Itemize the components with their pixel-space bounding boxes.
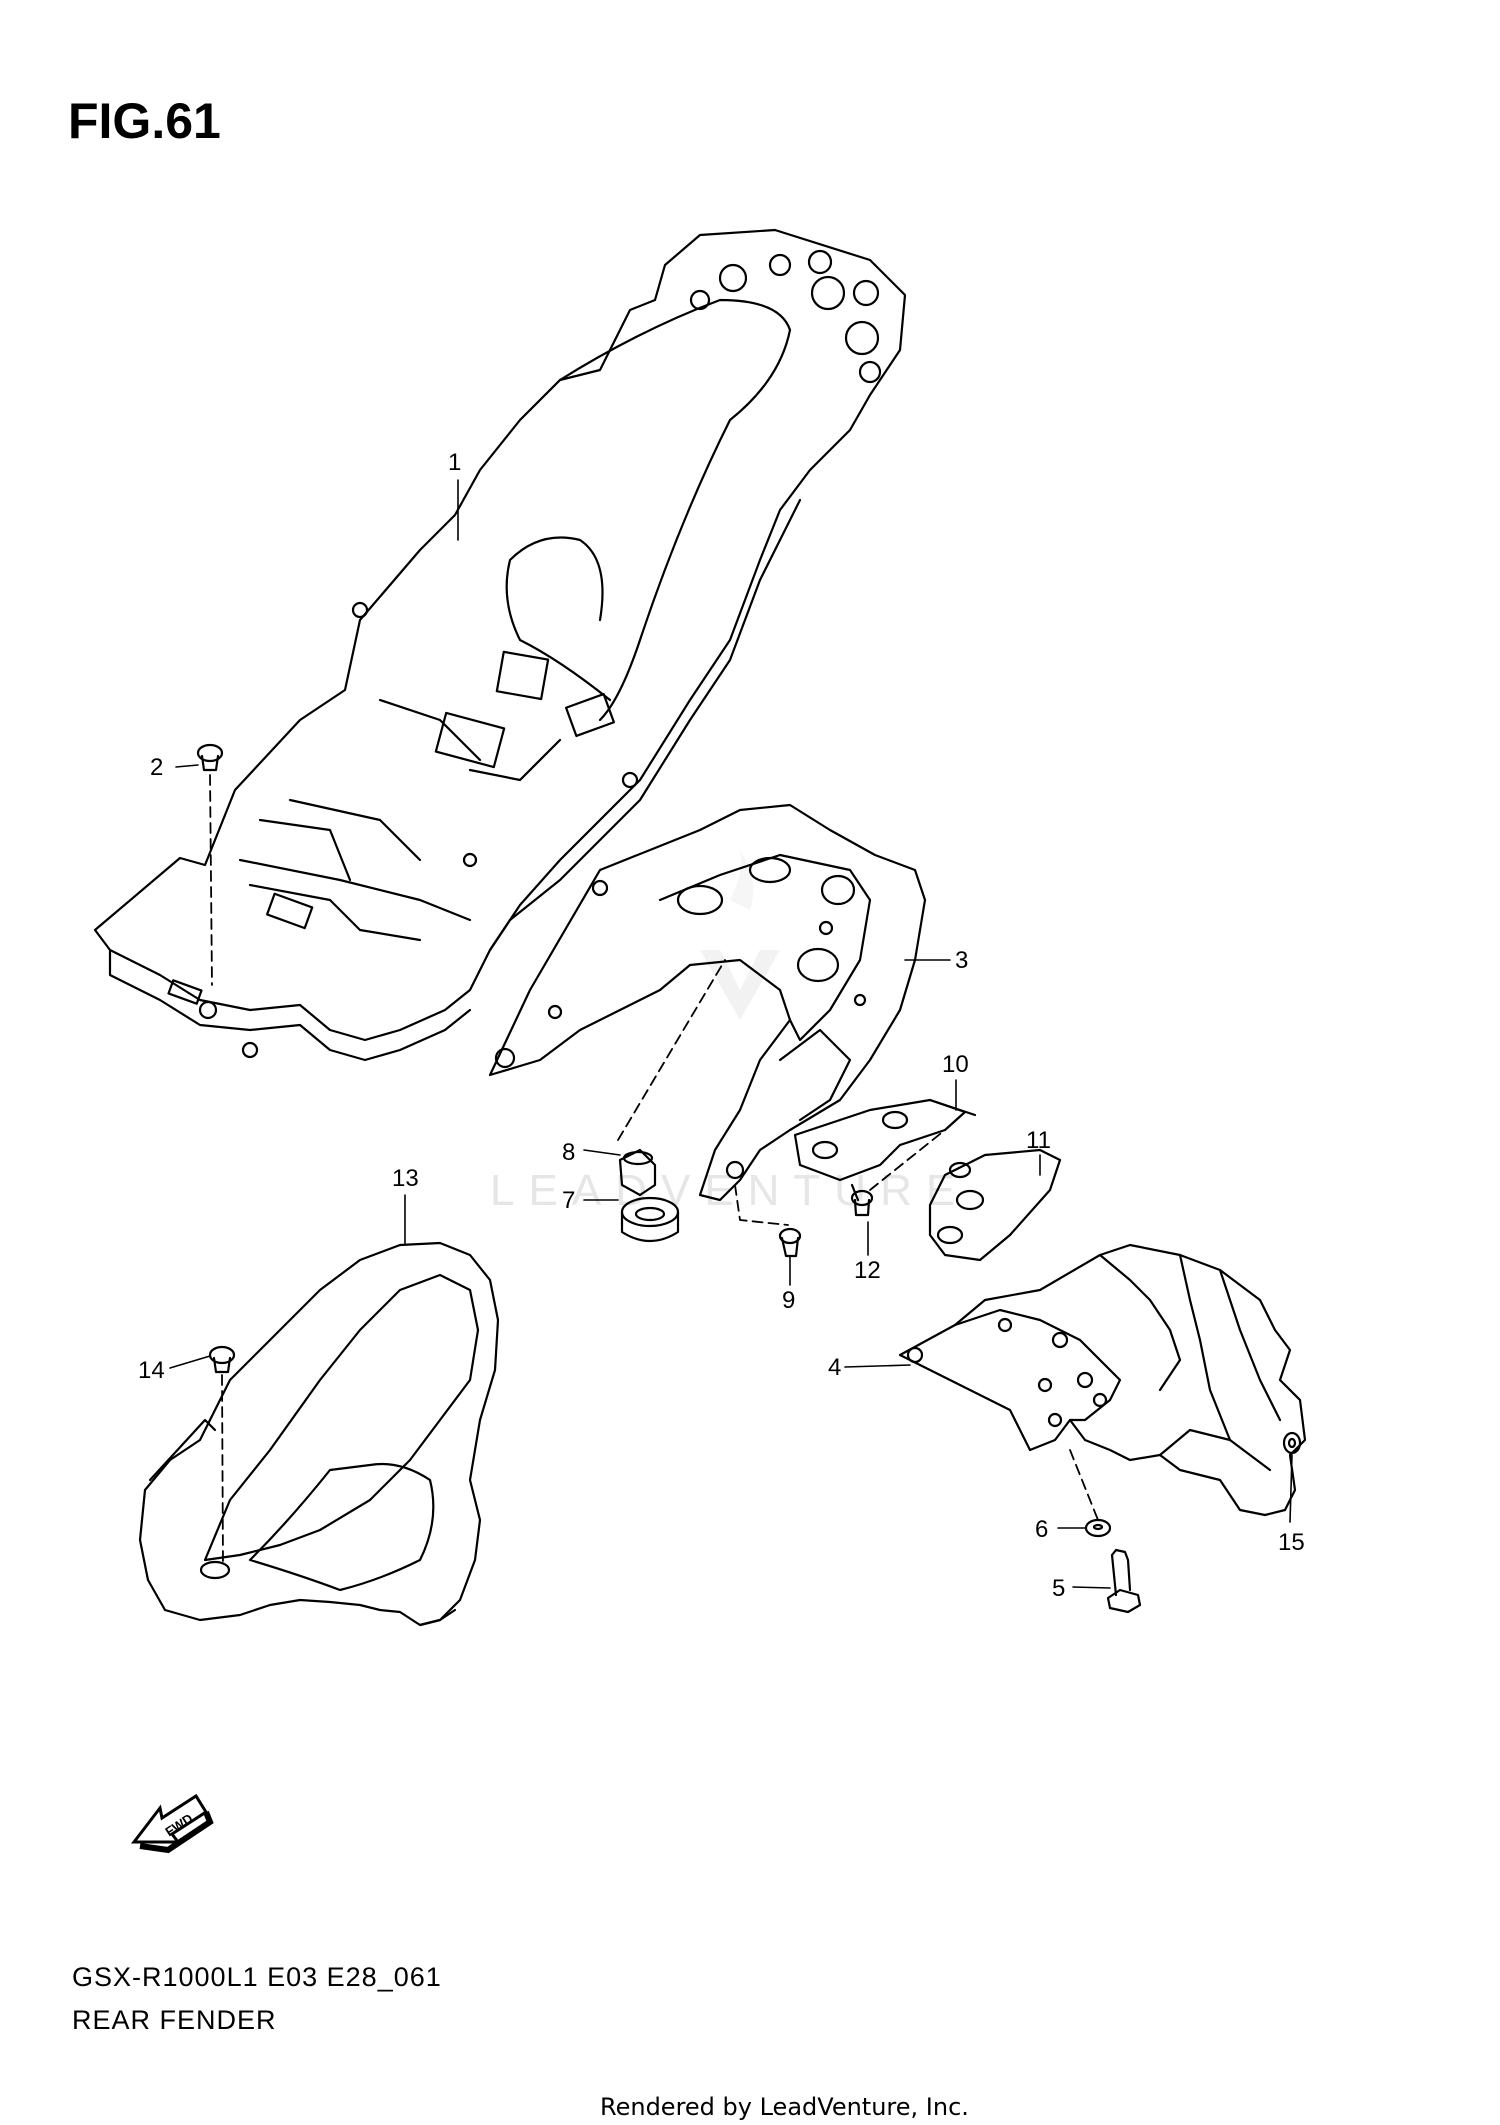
part-10-plate: [793, 1098, 977, 1182]
part-15-washer: [1282, 1431, 1302, 1455]
part-4-bracket: [898, 1243, 1307, 1517]
figure-title: FIG.61: [68, 93, 221, 149]
part-5-bolt: [1106, 1548, 1142, 1614]
callout-2: 2: [150, 754, 163, 781]
callout-10: 10: [942, 1051, 969, 1078]
callout-7: 7: [562, 1187, 575, 1214]
section-name: REAR FENDER: [72, 2005, 277, 2035]
callout-1: 1: [448, 449, 461, 476]
model-code: GSX-R1000L1 E03 E28_061: [72, 1962, 442, 1992]
fwd-arrow-icon: FWD: [130, 1793, 214, 1854]
watermark-logo: [700, 850, 780, 1020]
callout-11: 11: [1026, 1127, 1051, 1154]
callout-15: 15: [1278, 1529, 1305, 1556]
part-12-bolt: [850, 1183, 874, 1217]
callout-5: 5: [1052, 1575, 1065, 1602]
callout-12: 12: [854, 1257, 881, 1284]
part-2-bolt: [196, 743, 224, 772]
callout-9: 9: [782, 1287, 795, 1314]
callout-13: 13: [392, 1165, 419, 1192]
rendered-by-credit: Rendered by LeadVenture, Inc.: [600, 2093, 969, 2121]
watermark-text: LEADVENTURE: [490, 1166, 969, 1215]
part-11-plate: [928, 1148, 1062, 1262]
callout-3: 3: [955, 947, 968, 974]
callout-6: 6: [1035, 1516, 1048, 1543]
part-3-fender-bracket: [488, 803, 927, 1202]
callout-14: 14: [138, 1357, 165, 1384]
callouts: 1 2 3 4 5 6 7 8 9 10 11 12 13 14 15: [138, 449, 1305, 1602]
part-8-cushion: [618, 1148, 657, 1197]
part-9-screw: [778, 1227, 802, 1258]
part-14-screw: [208, 1345, 236, 1374]
callout-8: 8: [562, 1139, 575, 1166]
part-7-grommet: [620, 1196, 680, 1243]
part-6-washer: [1084, 1518, 1112, 1538]
leader-lines: [169, 479, 1293, 1589]
callout-4: 4: [828, 1354, 841, 1381]
part-1-rear-fender-inner: [93, 228, 907, 1062]
assembly-lines: [209, 774, 1099, 1566]
part-13-rear-hugger: [138, 1241, 500, 1627]
